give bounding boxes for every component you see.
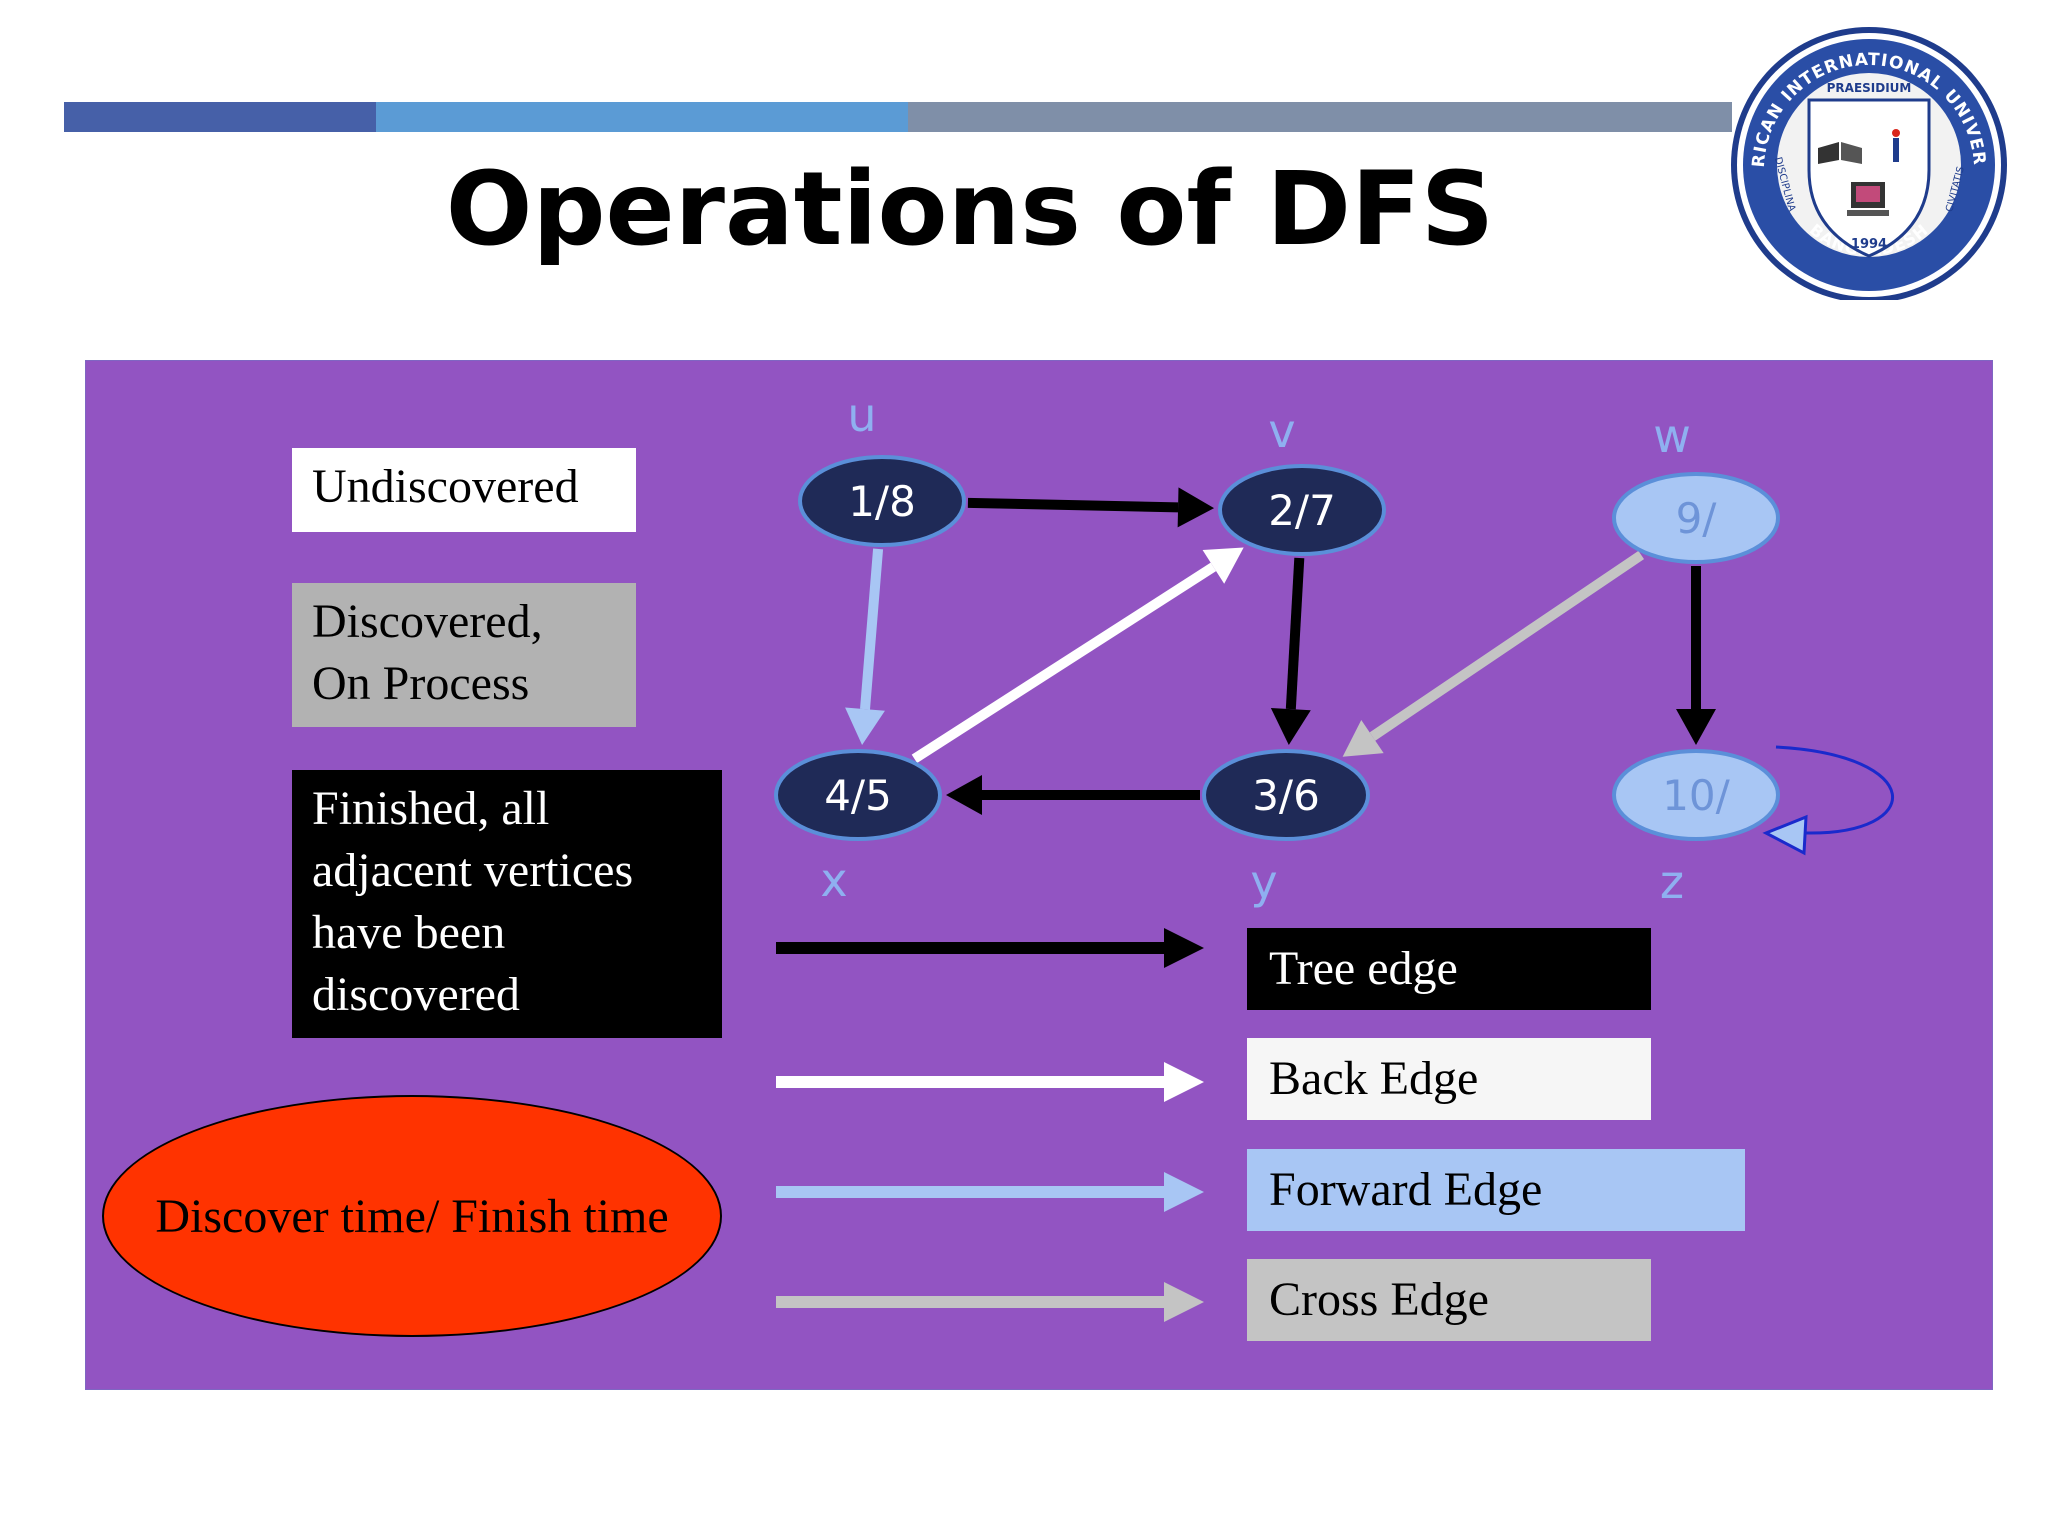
undiscovered-legend-box: Undiscovered (292, 448, 636, 532)
node-v-time-label: 2/7 (1268, 486, 1336, 535)
university-seal-logo: AMERICAN INTERNATIONAL UNIVERSITY BANGLA… (1726, 20, 2007, 300)
header-bar-segment-2 (376, 102, 908, 132)
edge-x-v-back (911, 547, 1244, 763)
node-u-name-label: u (847, 388, 876, 442)
header-bar-segment-3 (908, 102, 1732, 132)
node-w: 9/w (1612, 409, 1780, 564)
tree-edge-label: Tree edge (1269, 942, 1458, 995)
node-z-time-label: 10/ (1662, 771, 1730, 820)
edge-w-z-tree (1676, 566, 1716, 745)
discovered-legend-box: Discovered, On Process (292, 583, 636, 727)
slide-title: Operations of DFS (445, 150, 1495, 269)
back-edge-label: Back Edge (1269, 1052, 1479, 1105)
node-z-name-label: z (1660, 855, 1684, 909)
legend-cross-edge-arrow (776, 1282, 1204, 1322)
cross-edge-label: Cross Edge (1269, 1273, 1489, 1326)
legend-forward-edge-arrow (776, 1172, 1204, 1212)
node-y: 3/6 y (1202, 749, 1370, 909)
candle-icon (1892, 129, 1900, 162)
edge-z-z-self-loop (1762, 745, 1895, 856)
node-y-time-label: 3/6 (1252, 771, 1320, 820)
edge-u-x-forward (845, 548, 885, 746)
header-bar-segment-1 (64, 102, 376, 132)
node-x: 4/5 x (774, 749, 942, 907)
finished-label-line1: Finished, all (312, 782, 550, 835)
seal-year: 1994 (1851, 237, 1887, 252)
edge-u-v-tree (967, 487, 1215, 528)
seal-motto: PRAESIDIUM (1827, 81, 1912, 95)
node-x-name-label: x (820, 853, 847, 907)
discovered-label-line2: On Process (312, 657, 530, 710)
node-u-time-label: 1/8 (848, 477, 916, 526)
forward-edge-label-box: Forward Edge (1247, 1149, 1745, 1231)
open-book-icon (1818, 142, 1862, 164)
node-x-time-label: 4/5 (824, 771, 892, 820)
back-edge-label-box: Back Edge (1247, 1038, 1651, 1120)
finished-label-line4: discovered (312, 968, 520, 1021)
finished-label-line3: have been (312, 906, 506, 959)
discovered-label-line1: Discovered, (312, 595, 543, 648)
node-y-name-label: y (1250, 855, 1277, 909)
computer-icon (1847, 182, 1889, 216)
edge-y-x-tree (946, 775, 1200, 815)
edge-w-y-cross (1342, 550, 1645, 757)
undiscovered-label: Undiscovered (312, 460, 579, 513)
node-u: 1/8 u (798, 388, 966, 547)
node-z: 10/z (1612, 749, 1780, 909)
edge-v-y-tree (1270, 557, 1311, 746)
finished-legend-box: Finished, all adjacent vertices have bee… (292, 770, 722, 1038)
legend-back-edge-arrow (776, 1062, 1204, 1102)
tree-edge-label-box: Tree edge (1247, 928, 1651, 1010)
time-note-text: Discover time/ Finish time (155, 1189, 669, 1243)
cross-edge-label-box: Cross Edge (1247, 1259, 1651, 1341)
node-v-name-label: v (1268, 404, 1295, 458)
node-w-time-label: 9/ (1676, 494, 1718, 543)
finished-label-line2: adjacent vertices (312, 844, 634, 897)
node-w-name-label: w (1653, 409, 1691, 463)
forward-edge-label: Forward Edge (1269, 1163, 1543, 1216)
time-note-ellipse: Discover time/ Finish time (102, 1095, 722, 1337)
legend-tree-edge-arrow (776, 928, 1204, 968)
node-v: 2/7 v (1218, 404, 1386, 556)
